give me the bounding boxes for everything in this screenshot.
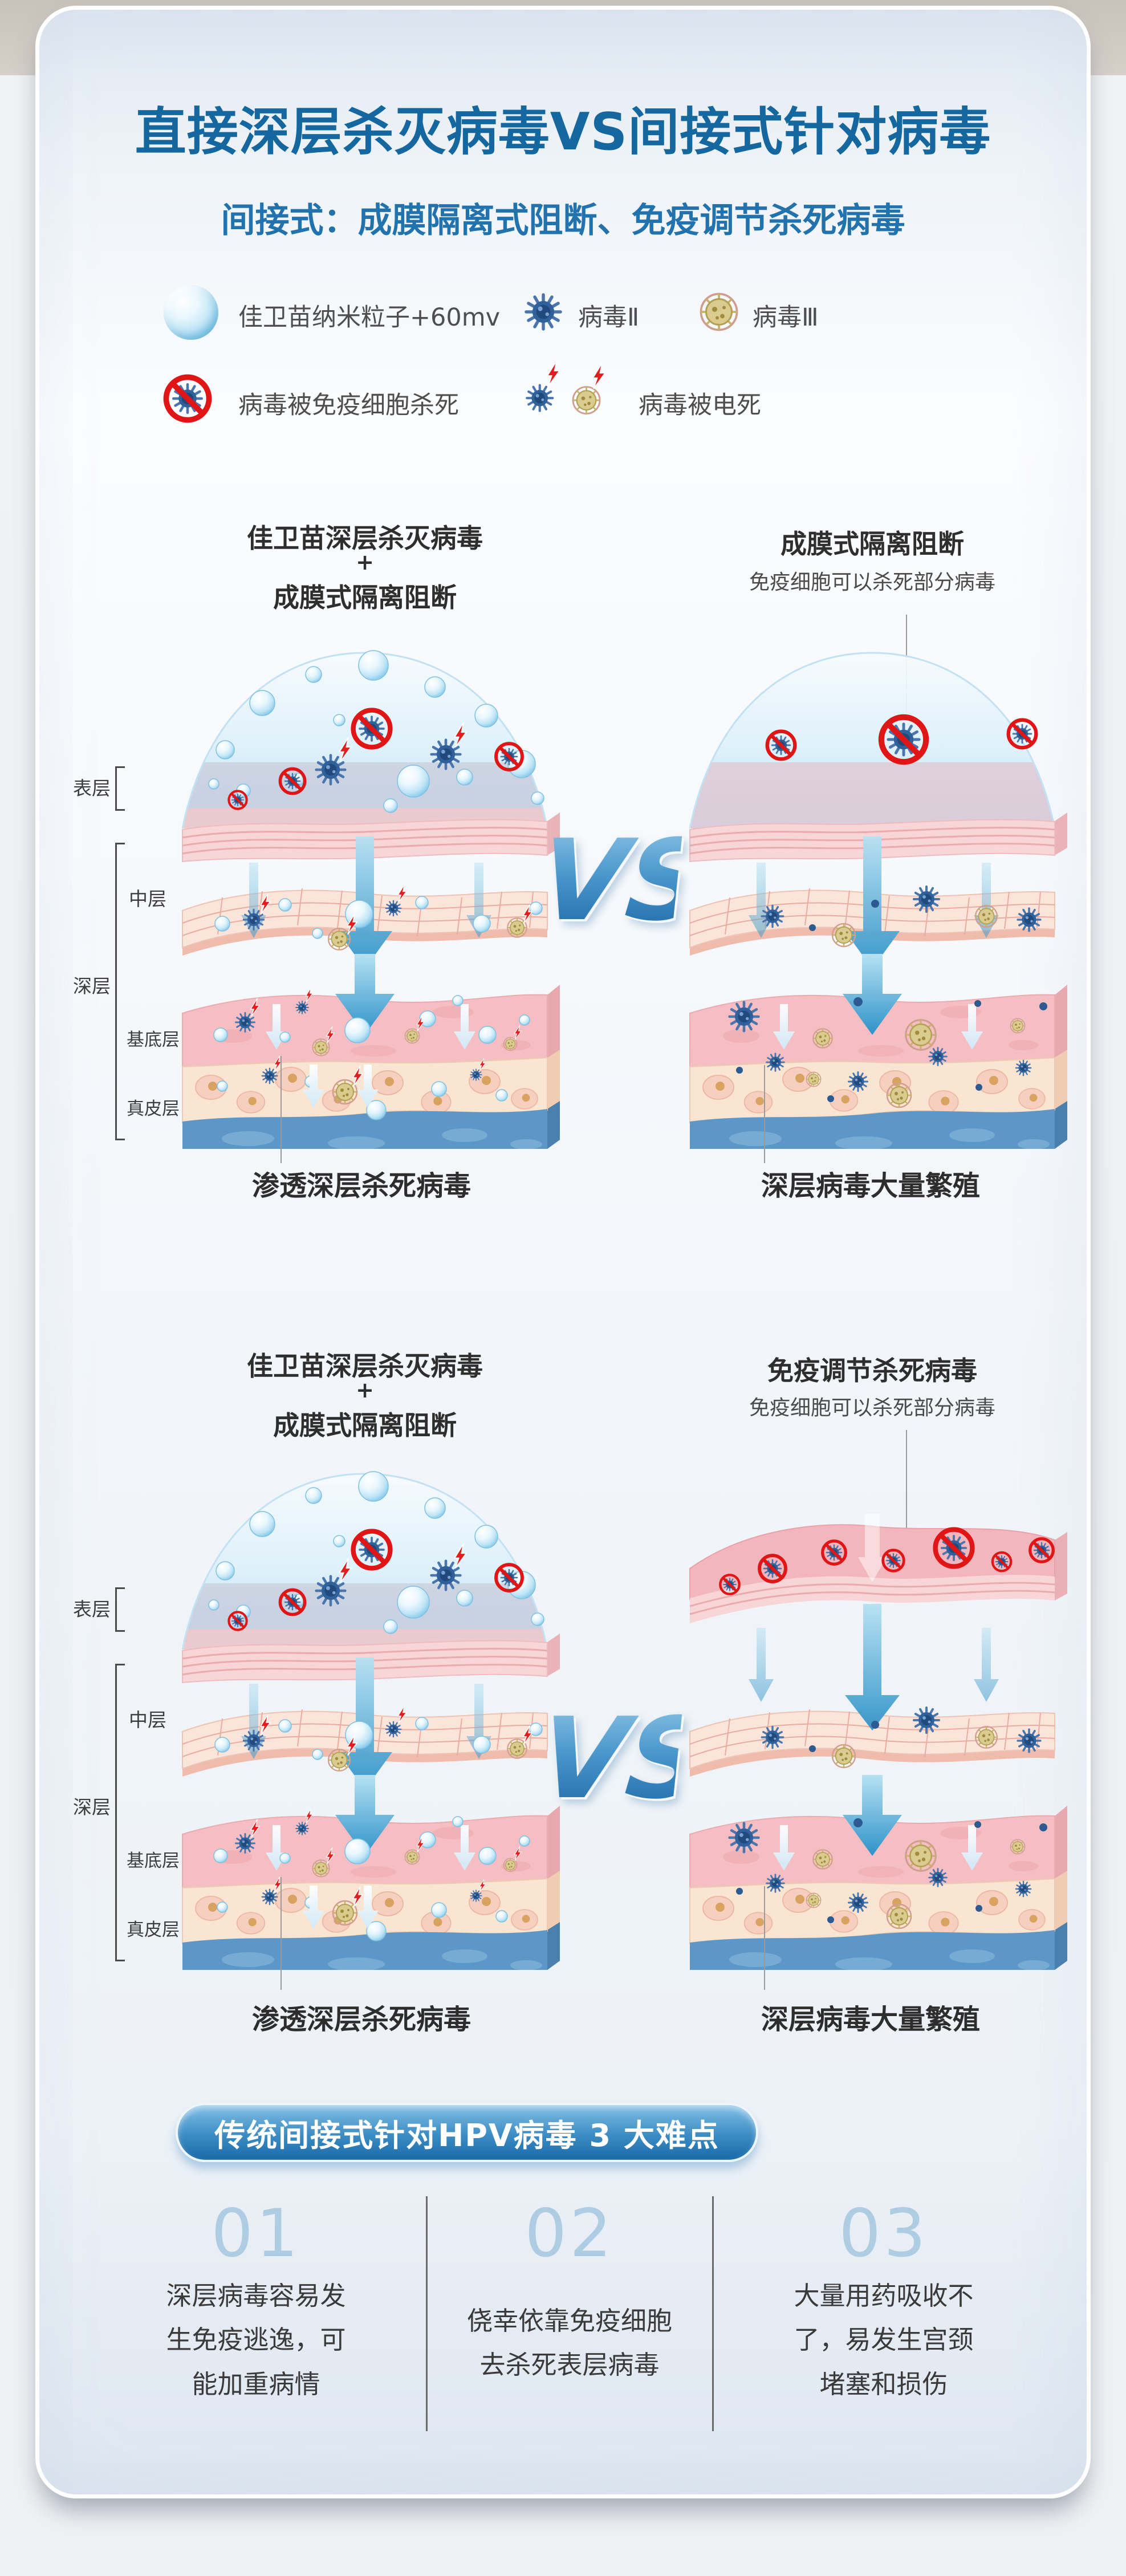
difficulty-text-line: 大量用药吸收不	[794, 2281, 974, 2311]
layer-label-surface: 表层	[73, 1598, 111, 1620]
section1-left-plus: +	[356, 550, 374, 575]
vs-text: VS	[534, 1694, 714, 1824]
page-subtitle: 间接式：成膜隔离式阻断、免疫调节杀死病毒	[221, 201, 905, 241]
layer-label-dermis: 真皮层	[127, 1920, 180, 1940]
difficulty-number: 02	[525, 2195, 615, 2272]
section2-left-title-line1: 佳卫苗深层杀灭病毒	[247, 1351, 483, 1382]
column-divider	[426, 2196, 428, 2431]
connector-line	[764, 1065, 765, 1163]
layer-label-deep: 深层	[73, 1796, 111, 1818]
connector-line	[764, 1886, 765, 1990]
section1-left-caption: 渗透深层杀死病毒	[251, 1170, 471, 1202]
difficulties-heading-pill: 传统间接式针对HPV病毒 3 大难点	[176, 2103, 758, 2162]
difficulty-text: 大量用药吸收不 了，易发生宫颈 堵塞和损伤	[713, 2274, 1055, 2406]
section2-right-subtitle: 免疫细胞可以杀死部分病毒	[749, 1396, 995, 1420]
layer-label-basal: 基底层	[127, 1030, 180, 1050]
section1-right-subtitle: 免疫细胞可以杀死部分病毒	[749, 571, 995, 594]
section1-right-caption: 深层病毒大量繁殖	[761, 1170, 980, 1202]
difficulty-text-line: 深层病毒容易发	[166, 2281, 346, 2311]
layer-label-dermis: 真皮层	[127, 1099, 180, 1119]
skin-diagram-immune-regulation	[676, 1457, 1069, 1970]
layer-label-middle: 中层	[129, 888, 166, 910]
legend-item-label: 病毒被电死	[639, 391, 761, 420]
difficulty-text-line: 能加重病情	[192, 2368, 320, 2399]
surface-bracket	[115, 1587, 125, 1632]
difficulty-number: 01	[211, 2195, 301, 2272]
connector-line	[281, 1056, 282, 1163]
virus-electrocuted-icon	[513, 360, 606, 415]
section1-left-title-line2: 成膜式隔离阻断	[273, 582, 457, 613]
difficulty-text-line: 堵塞和损伤	[819, 2368, 948, 2399]
legend-item-label: 佳卫苗纳米粒子+60mv	[238, 303, 501, 332]
layer-label-deep: 深层	[73, 975, 111, 997]
section2-right-caption: 深层病毒大量繁殖	[761, 2004, 980, 2035]
section1-right-title: 成膜式隔离阻断	[781, 529, 964, 559]
difficulty-text: 深层病毒容易发 生免疫逃逸，可 能加重病情	[86, 2274, 426, 2406]
skin-diagram-treated	[168, 1457, 562, 1970]
difficulty-text-line: 去杀死表层病毒	[479, 2350, 660, 2380]
skin-diagram-film-isolation	[676, 636, 1069, 1149]
section2-left-caption: 渗透深层杀死病毒	[251, 2004, 471, 2035]
connector-line	[281, 1877, 282, 1990]
legend-item-label: 病毒被免疫细胞杀死	[238, 391, 459, 420]
deep-bracket	[115, 1664, 125, 1961]
legend-item-label: 病毒Ⅱ	[578, 303, 640, 332]
section2-right-title: 免疫调节杀死病毒	[767, 1355, 977, 1386]
layer-label-surface: 表层	[73, 777, 111, 799]
section1-left-title-line1: 佳卫苗深层杀灭病毒	[247, 523, 483, 554]
deep-bracket	[115, 843, 125, 1140]
nanoparticle-bubble-icon	[164, 285, 218, 340]
difficulty-text: 侥幸依靠免疫细胞 去杀死表层病毒	[426, 2299, 713, 2387]
difficulty-number: 03	[839, 2195, 929, 2272]
connector-line	[906, 1430, 907, 1577]
column-divider	[712, 2196, 714, 2431]
difficulty-text-line: 侥幸依靠免疫细胞	[466, 2306, 672, 2336]
section2-left-title-line2: 成膜式隔离阻断	[273, 1410, 457, 1441]
difficulty-text-line: 生免疫逃逸，可	[166, 2325, 346, 2355]
layer-label-basal: 基底层	[127, 1851, 180, 1871]
skin-diagram-treated	[168, 636, 562, 1149]
layer-label-middle: 中层	[129, 1709, 166, 1731]
virus-killed-by-immune-cell-icon	[162, 373, 213, 424]
legend-item-label: 病毒Ⅲ	[753, 303, 819, 332]
virus-type2-icon	[520, 289, 567, 335]
surface-bracket	[115, 766, 125, 811]
section2-left-plus: +	[356, 1378, 374, 1403]
vs-text: VS	[534, 816, 714, 946]
difficulty-text-line: 了，易发生宫颈	[794, 2325, 974, 2355]
content-card	[35, 6, 1091, 2498]
virus-type3-icon	[700, 292, 738, 331]
page-title: 直接深层杀灭病毒VS间接式针对病毒	[135, 102, 991, 162]
